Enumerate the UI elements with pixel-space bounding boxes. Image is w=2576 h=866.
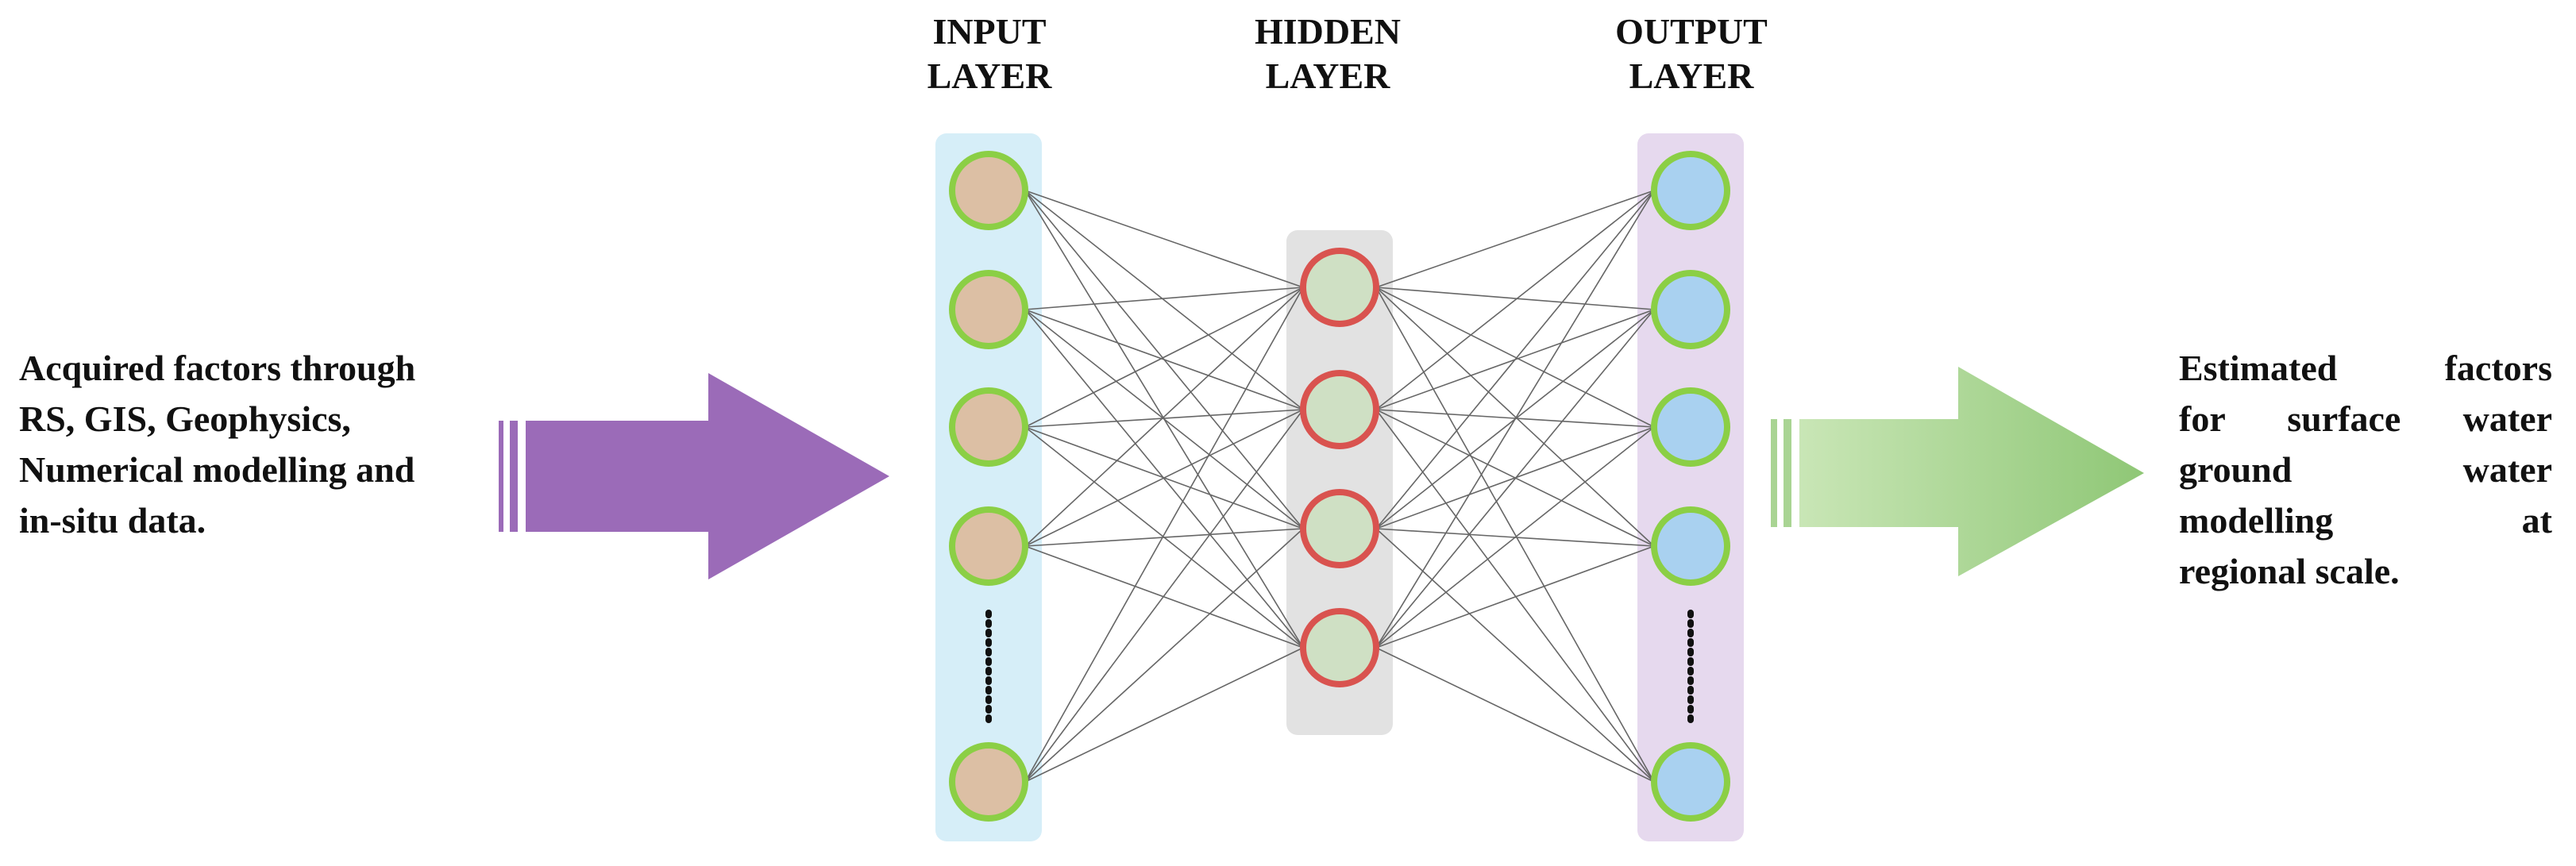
output-description-line: Estimated factors xyxy=(2179,348,2552,388)
connection-line xyxy=(1375,190,1655,649)
hidden-layer-title-line2: LAYER xyxy=(1265,56,1390,96)
output-layer-title: OUTPUT LAYER xyxy=(1572,10,1811,98)
connection-line xyxy=(1024,190,1304,410)
hidden-node xyxy=(1300,248,1379,327)
output-description-line: ground water xyxy=(2179,449,2552,490)
output-layer-title-line2: LAYER xyxy=(1629,56,1754,96)
input-arrow xyxy=(499,373,889,579)
connection-line xyxy=(1024,528,1304,547)
output-description-line: regional scale. xyxy=(2179,551,2400,591)
connection-line xyxy=(1375,287,1655,547)
hidden-layer-title-line1: HIDDEN xyxy=(1254,11,1402,52)
output-description-line: for surface water xyxy=(2179,398,2552,439)
output-node xyxy=(1651,742,1730,822)
nodes xyxy=(949,151,1730,822)
connection-line xyxy=(1375,545,1655,649)
output-description: Estimated factors for surface water grou… xyxy=(2179,343,2552,597)
hidden-node xyxy=(1300,608,1379,687)
connection-line xyxy=(1375,426,1655,649)
hidden-node xyxy=(1300,370,1379,449)
connection-line xyxy=(1024,190,1304,288)
connection-line xyxy=(1024,309,1304,649)
connection-line xyxy=(1375,190,1655,410)
connection-line xyxy=(1375,287,1655,310)
input-layer-title: INPUT LAYER xyxy=(870,10,1109,98)
connection-line xyxy=(1375,528,1655,783)
input-description-line: Numerical modelling and xyxy=(19,449,415,490)
hidden-layer-panel xyxy=(1286,230,1393,735)
connection-line xyxy=(1024,287,1304,428)
connection-line xyxy=(1024,647,1304,783)
connection-line xyxy=(1375,409,1655,783)
connection-line xyxy=(1024,409,1304,547)
output-node xyxy=(1651,270,1730,349)
connection-line xyxy=(1375,190,1655,529)
connection-line xyxy=(1375,190,1655,288)
output-layer-panel xyxy=(1637,133,1744,841)
input-description-line: Acquired factors through xyxy=(19,348,416,388)
connection-line xyxy=(1024,309,1304,410)
input-node xyxy=(949,742,1028,822)
input-node xyxy=(949,387,1028,467)
connection-line xyxy=(1024,545,1304,649)
input-description-line: in-situ data. xyxy=(19,500,206,541)
input-description-line: RS, GIS, Geophysics, xyxy=(19,398,351,439)
connection-line xyxy=(1375,287,1655,428)
output-arrow xyxy=(1771,367,2144,576)
connection-line xyxy=(1375,309,1655,649)
hidden-node xyxy=(1300,489,1379,568)
output-node xyxy=(1651,151,1730,230)
input-layer-title-line1: INPUT xyxy=(932,11,1047,52)
output-node xyxy=(1651,506,1730,586)
input-node xyxy=(949,151,1028,230)
connections xyxy=(1024,190,1655,783)
connection-line xyxy=(1024,409,1304,783)
connection-line xyxy=(1024,309,1304,529)
hidden-layer-title: HIDDEN LAYER xyxy=(1209,10,1447,98)
input-node xyxy=(949,506,1028,586)
input-node xyxy=(949,270,1028,349)
connection-line xyxy=(1375,287,1655,783)
connection-line xyxy=(1024,287,1304,310)
connection-line xyxy=(1024,287,1304,547)
output-layer-title-line1: OUTPUT xyxy=(1615,11,1768,52)
connection-line xyxy=(1375,647,1655,783)
input-layer-title-line2: LAYER xyxy=(927,56,1052,96)
connection-line xyxy=(1024,287,1304,783)
input-layer-panel xyxy=(935,133,1042,841)
output-node xyxy=(1651,387,1730,467)
output-description-line: modelling at xyxy=(2179,500,2552,541)
input-description: Acquired factors through RS, GIS, Geophy… xyxy=(19,343,496,546)
connection-line xyxy=(1024,528,1304,783)
connection-line xyxy=(1024,409,1304,428)
